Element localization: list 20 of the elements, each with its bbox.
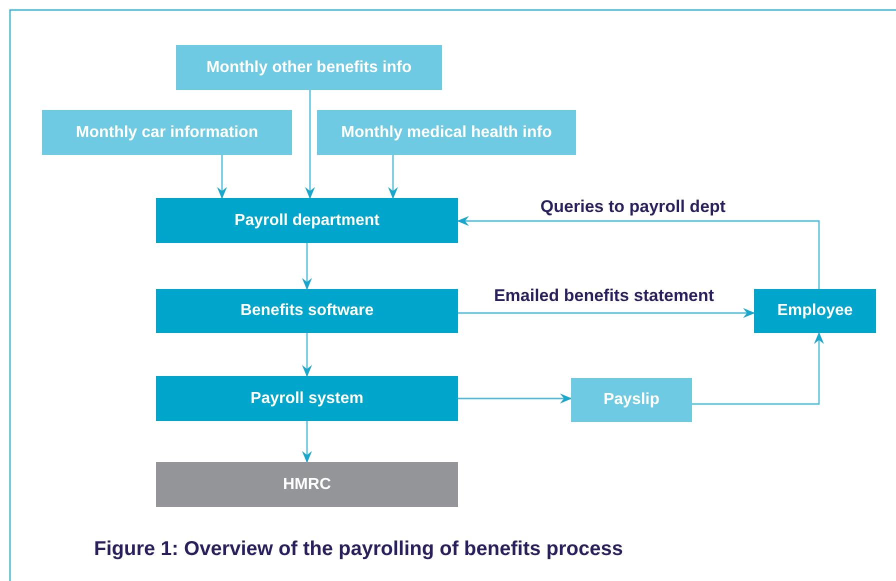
arrow [302, 333, 312, 377]
process-box: Monthly other benefits info [176, 45, 442, 90]
figure-caption: Figure 1: Overview of the payrolling of benefits process [94, 538, 624, 561]
arrow [302, 421, 312, 463]
process-box: HMRC [156, 462, 458, 507]
process-box: Benefits software [156, 289, 458, 333]
process-box: Employee [754, 289, 876, 333]
process-box: Payroll department [156, 198, 458, 243]
arrow [457, 216, 820, 289]
arrow [302, 243, 312, 290]
arrow [388, 155, 398, 199]
process-box: Monthly medical health info [317, 110, 576, 155]
arrow [458, 308, 755, 318]
arrow [305, 90, 315, 199]
arrow [692, 332, 824, 405]
process-box: Payroll system [156, 376, 458, 421]
process-box: Monthly car information [42, 110, 292, 155]
arrow [217, 155, 227, 199]
process-box: Payslip [571, 378, 692, 422]
arrow [458, 394, 572, 404]
